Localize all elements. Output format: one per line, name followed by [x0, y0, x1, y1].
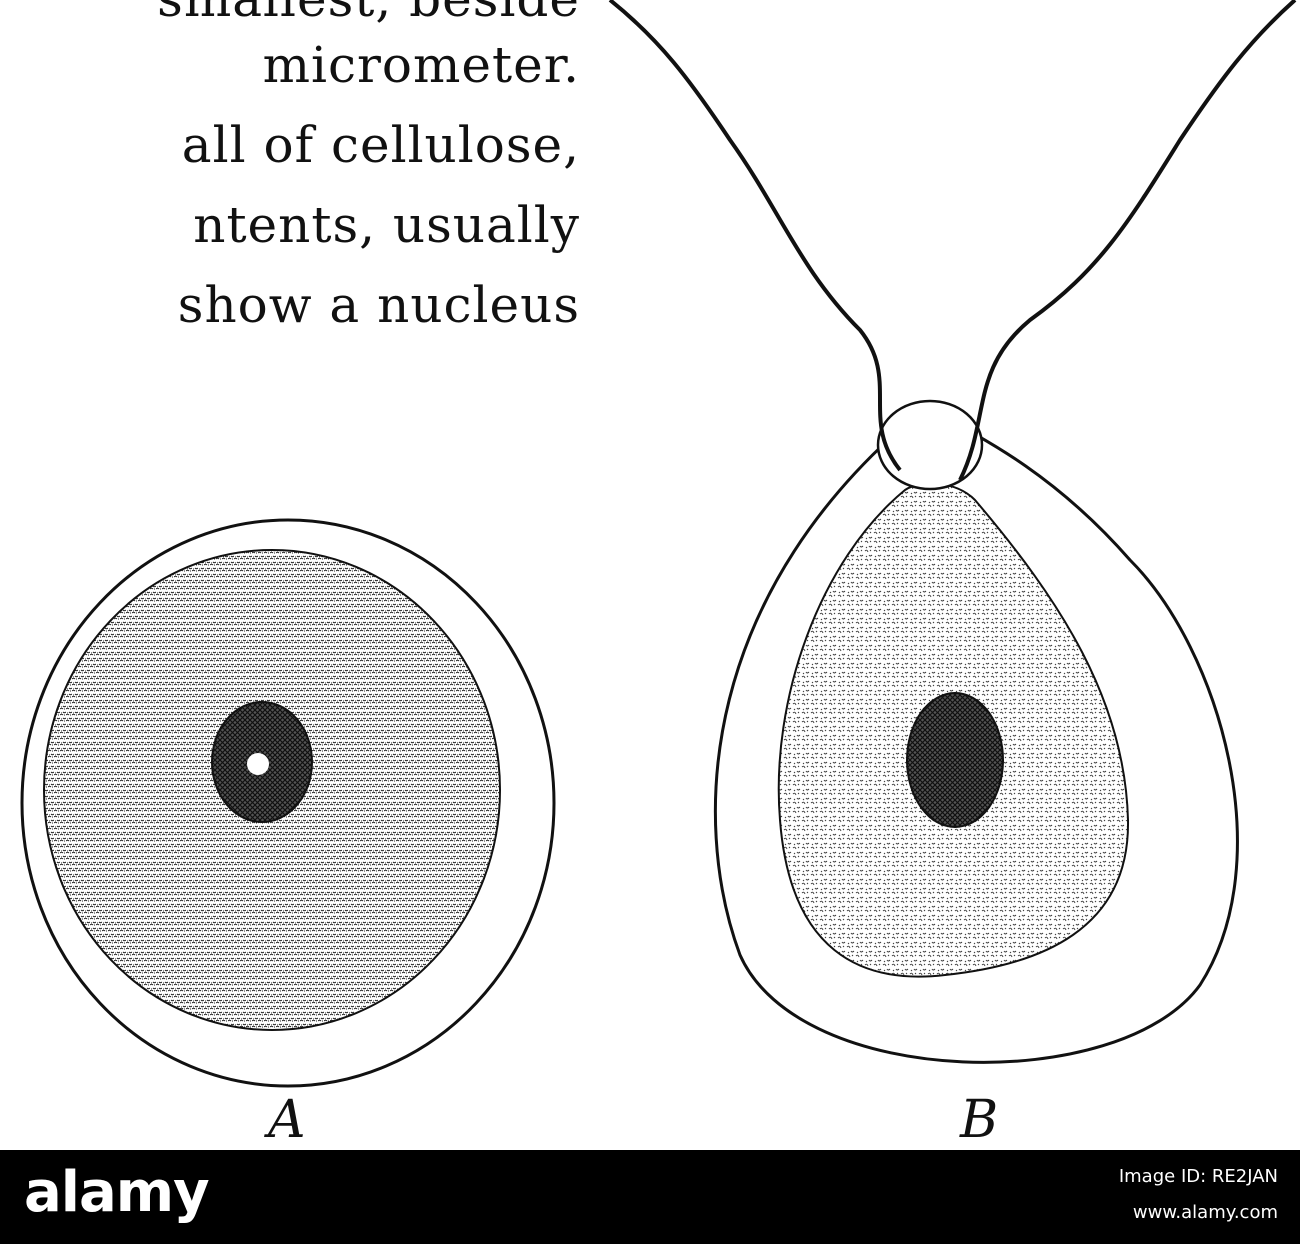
book-page: smallest, beside micrometer. all of cell… [0, 0, 1297, 1150]
flagellum-left [608, 0, 902, 472]
watermark-footer: alamy Image ID: RE2JAN www.alamy.com [0, 1150, 1300, 1244]
cell-b [608, 0, 1297, 1064]
body-text-line: ntents, usually [193, 196, 580, 254]
cell-b-beak [876, 399, 984, 491]
flagellum-right [958, 0, 1297, 481]
site-url: www.alamy.com [1132, 1202, 1278, 1223]
body-text-line: show a nucleus [177, 276, 580, 334]
cell-illustration [20, 0, 1297, 1088]
body-text-line: smallest, beside [0, 0, 580, 28]
cell-a [20, 518, 556, 1088]
body-text-line: micrometer. [262, 36, 580, 94]
image-id: Image ID: RE2JAN [1118, 1166, 1278, 1187]
figure-label-b: B [960, 1090, 999, 1150]
body-text-line: all of cellulose, [181, 116, 580, 174]
alamy-logo: alamy [24, 1160, 210, 1225]
figure-label-a: A [268, 1090, 306, 1150]
cell-b-nucleus [906, 692, 1004, 828]
cell-a-nucleolus [247, 753, 269, 775]
